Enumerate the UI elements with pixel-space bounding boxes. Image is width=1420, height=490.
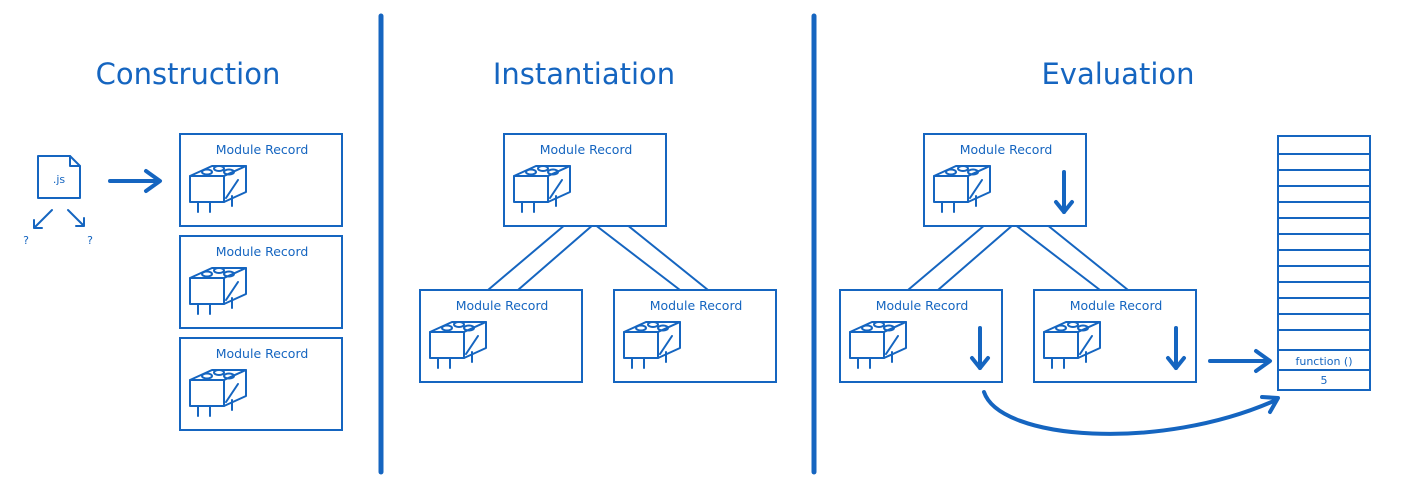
module-record-label: Module Record bbox=[216, 142, 309, 157]
module-record-construction-2: Module Record bbox=[179, 235, 343, 329]
module-record-instantiation-right: Module Record bbox=[613, 289, 777, 383]
evaluation-connectors bbox=[907, 223, 1129, 291]
memory-function-cell: function () bbox=[1295, 355, 1352, 368]
js-file-label: .js bbox=[53, 173, 66, 186]
module-record-instantiation-left: Module Record bbox=[419, 289, 583, 383]
unknown-mark-left: ? bbox=[23, 234, 29, 247]
instantiation-connectors bbox=[487, 223, 709, 291]
module-record-label: Module Record bbox=[1070, 298, 1163, 313]
unknown-dependency-arrow-left bbox=[33, 209, 53, 229]
instantiation-title: Instantiation bbox=[493, 57, 675, 91]
module-record-evaluation-right: Module Record bbox=[1033, 289, 1197, 383]
construction-title: Construction bbox=[96, 57, 281, 91]
module-record-instantiation-top: Module Record bbox=[503, 133, 667, 227]
memory-value-cell: 5 bbox=[1321, 374, 1328, 387]
module-record-label: Module Record bbox=[876, 298, 969, 313]
fetch-arrow bbox=[108, 169, 162, 193]
module-record-construction-1: Module Record bbox=[179, 133, 343, 227]
memory-grid-lines bbox=[1277, 153, 1371, 371]
module-record-construction-3: Module Record bbox=[179, 337, 343, 431]
unknown-mark-right: ? bbox=[87, 234, 93, 247]
module-record-label: Module Record bbox=[456, 298, 549, 313]
unknown-dependency-arrow-right bbox=[67, 209, 85, 227]
memory-stack: function () 5 bbox=[1277, 135, 1371, 391]
module-record-label: Module Record bbox=[216, 346, 309, 361]
module-record-evaluation-top: Module Record bbox=[923, 133, 1087, 227]
store-arrow bbox=[1208, 349, 1272, 373]
module-record-label: Module Record bbox=[216, 244, 309, 259]
evaluation-title: Evaluation bbox=[1041, 57, 1194, 91]
module-record-label: Module Record bbox=[540, 142, 633, 157]
curved-store-arrow bbox=[982, 390, 1280, 436]
module-record-label: Module Record bbox=[650, 298, 743, 313]
js-file: .js ? ? bbox=[23, 155, 93, 247]
module-record-label: Module Record bbox=[960, 142, 1053, 157]
module-record-evaluation-left: Module Record bbox=[839, 289, 1003, 383]
